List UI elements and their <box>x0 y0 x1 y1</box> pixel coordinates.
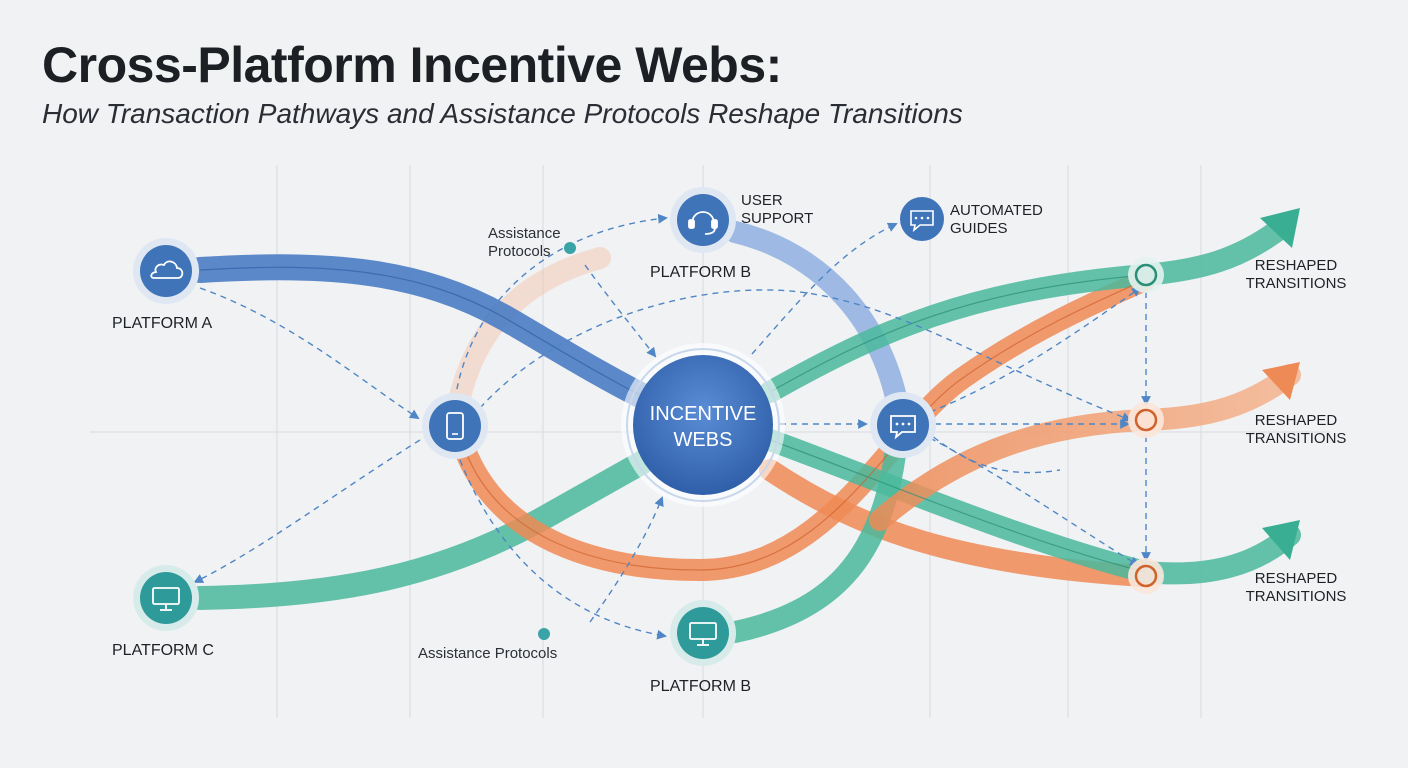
pathway-teal-c <box>188 446 662 610</box>
arrowhead-bottom <box>1262 520 1300 560</box>
platform-b-bottom-label: PLATFORM B <box>650 678 752 695</box>
outcome-bottom-line1: RESHAPED <box>1254 570 1338 587</box>
arrowhead-top <box>1260 208 1300 248</box>
user-support-line1: USER <box>741 192 783 209</box>
user-support-line2: SUPPORT <box>741 210 814 227</box>
outcome-arrowheads <box>1260 208 1300 560</box>
pathway-orange-middle <box>869 364 1301 531</box>
platform-b-top-label: PLATFORM B <box>650 264 752 281</box>
assistance-bottom-label: Assistance Protocols <box>418 645 558 662</box>
pathway-centerlines <box>199 266 1146 573</box>
core-label-line1: INCENTIVE <box>650 403 757 425</box>
assistance-top-line1: Assistance <box>488 225 561 242</box>
pathway-orange-bottom <box>759 459 1156 587</box>
automated-guides-label: AUTOMATED GUIDES <box>950 202 1043 238</box>
outcome-label-bottom: RESHAPED TRANSITIONS <box>1240 570 1352 606</box>
incentive-webs-core[interactable]: INCENTIVE WEBS <box>621 343 785 507</box>
outcome-node-middle[interactable] <box>1128 402 1164 438</box>
headset-icon <box>688 211 718 235</box>
monitor-icon <box>152 587 180 611</box>
monitor-icon <box>689 622 717 646</box>
assistance-top-dot <box>564 242 576 254</box>
page-subtitle: How Transaction Pathways and Assistance … <box>42 98 963 129</box>
platform-c-label: PLATFORM C <box>112 642 214 659</box>
outcome-top-line2: TRANSITIONS <box>1245 275 1347 292</box>
outcome-label-middle: RESHAPED TRANSITIONS <box>1240 412 1352 448</box>
platform-b-top-node[interactable] <box>670 187 736 253</box>
assistance-top-line2: Protocols <box>488 243 551 260</box>
platform-a-node[interactable] <box>133 238 199 304</box>
outcome-top-line1: RESHAPED <box>1254 257 1338 274</box>
user-support-label: USER SUPPORT <box>741 192 813 228</box>
assistance-connectors <box>193 213 1151 640</box>
automated-guides-line2: GUIDES <box>950 220 1008 237</box>
chat-icon <box>910 210 934 233</box>
platform-a-label: PLATFORM A <box>112 315 213 332</box>
automated-guides-line1: AUTOMATED <box>950 202 1043 219</box>
core-label-line2: WEBS <box>674 429 733 451</box>
outcome-node-bottom[interactable] <box>1128 558 1164 594</box>
outcome-node-top[interactable] <box>1128 257 1164 293</box>
outcome-label-top: RESHAPED TRANSITIONS <box>1240 257 1352 293</box>
chat-icon <box>890 415 916 440</box>
assistance-top-label: Assistance Protocols <box>488 225 561 261</box>
assistance-bottom-dot <box>538 628 550 640</box>
platform-b-bottom-node[interactable] <box>670 600 736 666</box>
page-title: Cross-Platform Incentive Webs: <box>42 37 782 93</box>
arrowhead-middle <box>1262 362 1300 400</box>
mobile-hub-node[interactable] <box>422 393 488 459</box>
platform-c-node[interactable] <box>133 565 199 631</box>
pathway-blue-a <box>187 254 663 413</box>
outcome-middle-line1: RESHAPED <box>1254 412 1338 429</box>
outcome-middle-line2: TRANSITIONS <box>1245 430 1347 447</box>
outcome-bottom-line2: TRANSITIONS <box>1245 588 1347 605</box>
cloud-icon <box>150 260 184 279</box>
automated-guides-node[interactable] <box>900 197 944 241</box>
chat-hub-node[interactable] <box>870 392 936 458</box>
pathway-lightblue-b <box>724 221 911 429</box>
pathway-teal-b-bottom <box>724 444 906 643</box>
smartphone-icon <box>446 412 464 440</box>
